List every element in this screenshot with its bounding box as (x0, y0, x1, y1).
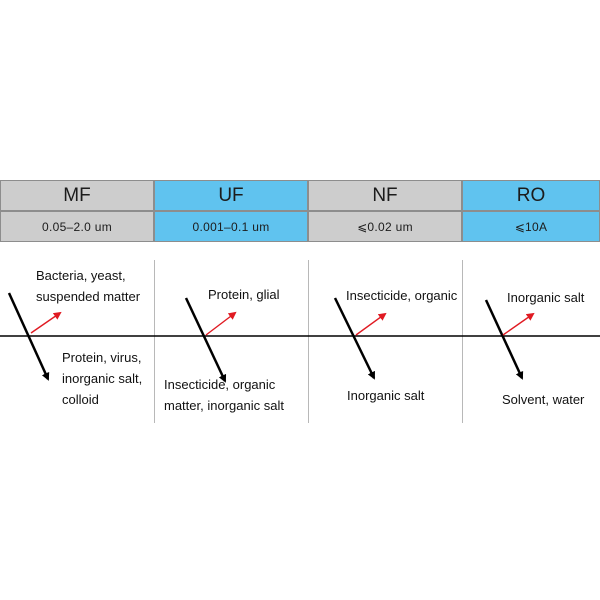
passed-arrow-uf (184, 297, 227, 383)
pore-size-row: 0.05–2.0 um 0.001–0.1 um ⩽0.02 um ⩽10A (0, 211, 600, 242)
retained-arrow-uf (205, 311, 237, 336)
arrows-layer (0, 292, 600, 383)
separation-diagram: Bacteria, yeast, suspended matter Protei… (0, 255, 600, 425)
header-mf: MF (0, 180, 154, 211)
passed-label-mf: Protein, virus, inorganic salt, colloid (62, 347, 142, 410)
column-divider (462, 260, 463, 423)
range-mf: 0.05–2.0 um (0, 211, 154, 242)
passed-line: Solvent, water (502, 392, 585, 407)
header-nf: NF (308, 180, 462, 211)
retained-arrow-nf (355, 312, 387, 336)
column-divider (154, 260, 155, 423)
retained-line: Inorganic salt (507, 290, 585, 305)
retained-label-mf: Bacteria, yeast, suspended matter (36, 265, 140, 307)
passed-line: inorganic salt, (62, 371, 143, 386)
passed-arrow-nf (333, 297, 376, 380)
passed-label-ro: Solvent, water (502, 389, 584, 410)
passed-line: Insecticide, organic (164, 377, 276, 392)
range-nf: ⩽0.02 um (308, 211, 462, 242)
passed-arrow-mf (7, 292, 50, 381)
passed-line: colloid (62, 392, 99, 407)
header-row: MF UF NF RO (0, 180, 600, 211)
range-uf: 0.001–0.1 um (154, 211, 308, 242)
passed-line: matter, inorganic salt (164, 398, 284, 413)
retained-line: Insecticide, organic (346, 288, 458, 303)
passed-line: Protein, virus, (62, 350, 142, 365)
passed-line: Inorganic salt (347, 388, 425, 403)
header-uf: UF (154, 180, 308, 211)
column-divider (308, 260, 309, 423)
retained-line: suspended matter (36, 289, 141, 304)
retained-label-uf: Protein, glial (208, 284, 280, 305)
retained-arrow-ro (502, 312, 535, 336)
passed-label-nf: Inorganic salt (347, 385, 424, 406)
range-ro: ⩽10A (462, 211, 600, 242)
filtration-table: MF UF NF RO 0.05–2.0 um 0.001–0.1 um ⩽0.… (0, 180, 600, 242)
retained-line: Bacteria, yeast, (36, 268, 126, 283)
retained-label-ro: Inorganic salt (507, 287, 584, 308)
passed-label-uf: Insecticide, organic matter, inorganic s… (164, 374, 284, 416)
passed-arrow-ro (484, 299, 524, 380)
header-ro: RO (462, 180, 600, 211)
retained-arrow-mf (30, 311, 62, 334)
retained-line: Protein, glial (208, 287, 280, 302)
retained-label-nf: Insecticide, organic (346, 285, 457, 306)
